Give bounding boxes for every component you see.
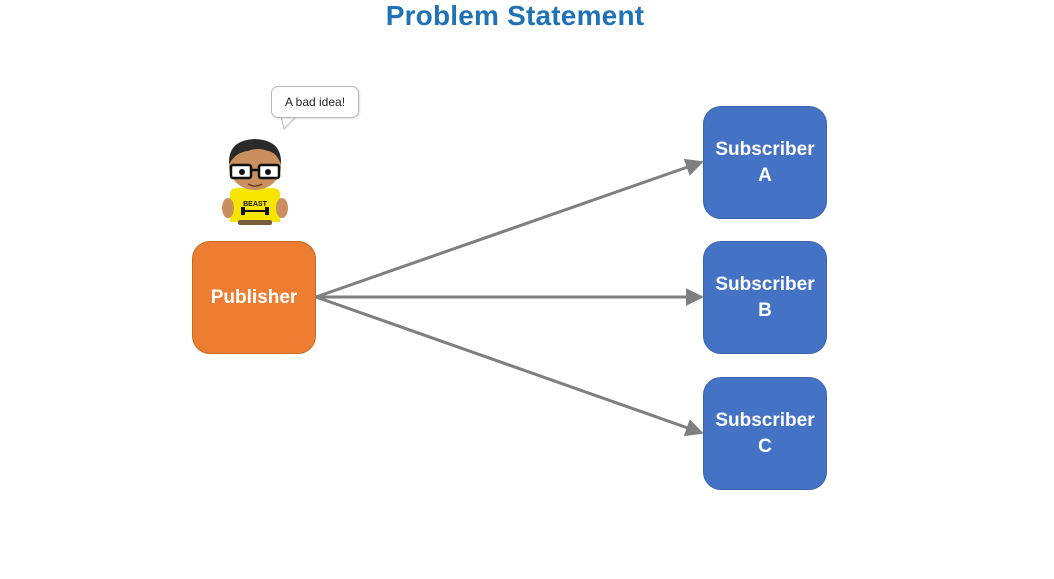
subscriber-c-node[interactable]: Subscriber C xyxy=(703,377,827,490)
subscriber-b-letter: B xyxy=(758,299,772,321)
dumbbell-icon xyxy=(241,207,269,215)
subscriber-a-letter: A xyxy=(758,164,772,186)
speech-bubble-text: A bad idea! xyxy=(271,86,359,118)
subscriber-c-label: Subscriber xyxy=(715,409,815,431)
arrow-to-subscriber-c xyxy=(315,295,704,437)
cartoon-character-icon: BEAST xyxy=(222,139,288,225)
glasses-icon xyxy=(229,163,281,180)
slide-title: Problem Statement xyxy=(385,0,645,31)
subscriber-a-label: Subscriber xyxy=(715,138,815,160)
speech-bubble: A bad idea! xyxy=(271,86,363,132)
publisher-node[interactable]: Publisher xyxy=(192,241,316,354)
subscriber-b-node[interactable]: Subscriber B xyxy=(703,241,827,354)
arrow-to-subscriber-a xyxy=(315,158,704,299)
publisher-label: Publisher xyxy=(210,286,298,308)
subscriber-a-node[interactable]: Subscriber A xyxy=(703,106,827,219)
shirt-text: BEAST xyxy=(243,201,267,208)
subscriber-c-letter: C xyxy=(758,435,772,457)
subscriber-b-label: Subscriber xyxy=(715,273,815,295)
